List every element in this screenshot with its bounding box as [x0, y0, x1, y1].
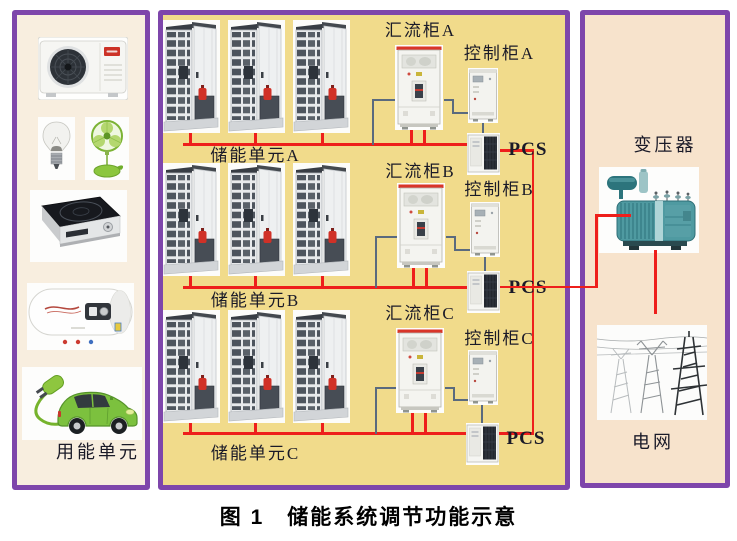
battery-rack-a2 [228, 20, 285, 133]
electric-car-icon [22, 367, 142, 440]
rack-stub-c1 [189, 421, 192, 434]
power-grid-icon [597, 325, 707, 420]
transformer-riser-line [595, 214, 598, 288]
combiner-b-label: 汇流柜B [385, 162, 456, 181]
grid-label: 电网 [632, 432, 674, 452]
combiner-c-label: 汇流柜C [385, 304, 456, 323]
combiner-a-label: 汇流柜A [384, 21, 457, 40]
battery-rack-a3 [293, 20, 350, 133]
rack-stub-a3 [321, 131, 324, 145]
dc-bus-a [183, 143, 470, 146]
combiner-b-feed-2 [425, 265, 428, 288]
control-wire-c1 [375, 387, 398, 389]
transformer-icon [599, 167, 699, 253]
battery-rack-c3 [293, 310, 350, 423]
storage-unit-b-label: 储能单元B [210, 291, 301, 310]
control-wire-a5 [452, 112, 469, 114]
control-wire-b1 [375, 236, 399, 238]
pcs-c-label: PCS [506, 428, 546, 449]
rack-stub-a2 [254, 131, 257, 145]
battery-rack-a1 [163, 20, 220, 133]
combiner-c-feed-1 [411, 410, 414, 434]
storage-panel: 汇流柜A 汇流柜B 汇流柜C 控制柜A 控制柜B 控制柜C PCS PCS PC… [158, 10, 570, 490]
control-wire-b2 [375, 236, 377, 288]
rack-stub-c2 [254, 421, 257, 434]
pcs-c-output-line [499, 432, 533, 435]
rack-stub-b3 [321, 274, 324, 288]
control-a-label: 控制柜A [463, 44, 536, 63]
battery-rack-c2 [228, 310, 285, 423]
control-wire-b4 [454, 236, 456, 251]
control-wire-a4 [452, 99, 454, 114]
pcs-a-output-line [499, 149, 533, 152]
control-wire-c4 [453, 387, 455, 401]
combiner-c-feed-2 [424, 410, 427, 434]
transformer-inlet-line [595, 214, 631, 217]
control-c-label: 控制柜C [464, 329, 535, 348]
pcs-unit-c [466, 423, 499, 465]
control-to-pcs-c [481, 405, 483, 424]
combiner-a-feed-2 [423, 127, 426, 145]
control-wire-a2 [372, 99, 374, 145]
control-wire-a1 [372, 99, 397, 101]
storage-unit-c-label: 储能单元C [210, 444, 301, 463]
control-cabinet-a [468, 68, 498, 123]
battery-rack-b3 [293, 163, 350, 276]
control-wire-c5 [453, 399, 469, 401]
grid-panel: 变压器 电网 [580, 10, 730, 488]
ac-collector-bus [531, 149, 534, 435]
combiner-cabinet-b [397, 183, 445, 268]
air-conditioner-icon [38, 37, 128, 100]
battery-rack-b1 [163, 163, 220, 276]
figure-caption: 图 1 储能系统调节功能示意 [219, 506, 518, 529]
control-to-pcs-b [484, 257, 486, 272]
dc-bus-b [183, 286, 470, 289]
storage-unit-a-label: 储能单元A [210, 146, 301, 165]
combiner-a-feed-1 [410, 127, 413, 145]
control-wire-b5 [454, 249, 471, 251]
induction-cooker-icon [30, 190, 127, 262]
control-to-pcs-a [482, 123, 484, 134]
transformer-to-grid-line [654, 250, 657, 314]
consumer-panel-label: 用能单元 [56, 442, 140, 462]
transformer-label: 变压器 [633, 135, 697, 155]
consumer-panel: 用能单元 [12, 10, 150, 490]
control-wire-a3 [444, 99, 454, 101]
combiner-b-feed-1 [412, 265, 415, 288]
water-heater-icon [27, 283, 134, 350]
rack-stub-a1 [189, 131, 192, 145]
pcs-a-label: PCS [508, 139, 548, 160]
rack-stub-b2 [254, 274, 257, 288]
control-wire-c3 [445, 387, 455, 389]
light-bulb-icon [38, 117, 75, 180]
combiner-cabinet-c [396, 328, 444, 413]
pcs-b-to-transformer-line [500, 285, 597, 288]
combiner-cabinet-a [395, 45, 443, 130]
control-wire-b3 [446, 236, 456, 238]
battery-rack-b2 [228, 163, 285, 276]
control-cabinet-c [468, 350, 498, 405]
control-wire-c2 [375, 387, 377, 434]
battery-rack-c1 [163, 310, 220, 423]
control-cabinet-b [470, 202, 500, 257]
control-b-label: 控制柜B [464, 180, 535, 199]
rack-stub-c3 [321, 421, 324, 434]
rack-stub-b1 [189, 274, 192, 288]
electric-fan-icon [85, 117, 129, 180]
dc-bus-c [183, 432, 470, 435]
